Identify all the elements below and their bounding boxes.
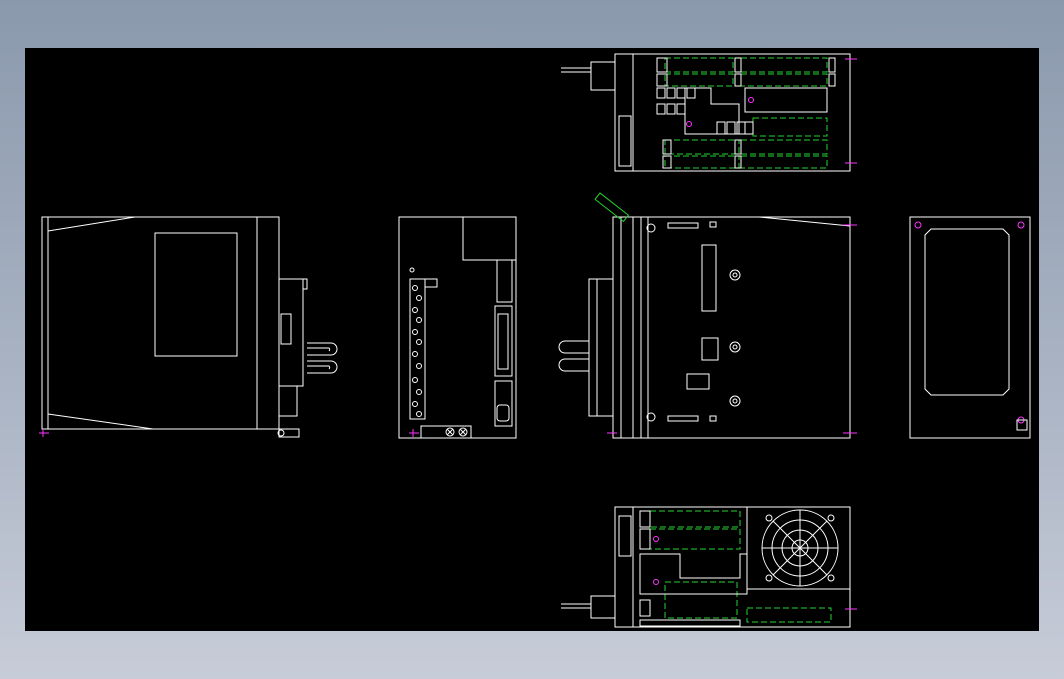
top-view bbox=[561, 53, 857, 172]
bottom-view bbox=[561, 506, 857, 628]
cad-drawing-viewport[interactable] bbox=[25, 48, 1039, 631]
back-panel-recess bbox=[924, 228, 1010, 396]
side-label-window bbox=[154, 232, 238, 357]
screw-terminal-icon bbox=[445, 427, 468, 437]
front-view bbox=[398, 216, 517, 439]
left-side-view bbox=[39, 216, 338, 438]
fan-housing bbox=[746, 506, 851, 590]
cad-drawing bbox=[39, 53, 1031, 628]
terminal-block-left bbox=[412, 285, 422, 417]
right-side-view bbox=[558, 192, 857, 439]
fan-icon bbox=[761, 509, 839, 587]
mounting-hole-icon bbox=[914, 221, 1025, 424]
signal-connector bbox=[494, 305, 513, 377]
back-view bbox=[909, 216, 1031, 439]
